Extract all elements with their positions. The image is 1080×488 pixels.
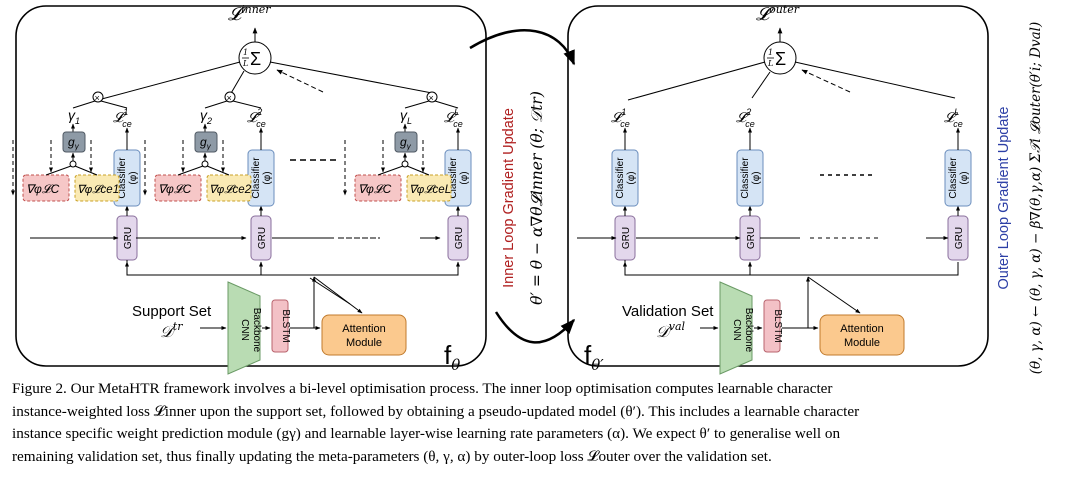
gru-label: GRU	[621, 227, 632, 249]
caption-line: instance-weighted loss 𝓛inner upon the s…	[12, 402, 860, 420]
svg-text:×: ×	[227, 93, 232, 103]
inner-loop-panel	[15, 5, 487, 367]
sum-symbol: Σ	[250, 49, 261, 69]
svg-text:∇φ𝓛ce2: ∇φ𝓛ce2	[209, 184, 252, 196]
model-label-theta: fθ	[444, 340, 460, 374]
classifier-label: Classifier	[948, 157, 959, 199]
svg-text:gγ: gγ	[200, 135, 212, 151]
classifier-param: (φ)	[128, 171, 139, 184]
classifier-label: Classifier	[117, 157, 128, 199]
inner-update-title: Inner Loop Gradient Update	[501, 108, 517, 288]
support-set-symbol: 𝒟tr	[160, 320, 183, 341]
classifier-param: (φ)	[959, 171, 970, 184]
outer-update-formula: (θ, γ, α) ← (θ, γ, α) − β∇(θ,γ,α) Σ𝒯i 𝓛o…	[1028, 22, 1044, 374]
gru-label: GRU	[746, 227, 757, 249]
svg-text:∇φ𝓛C: ∇φ𝓛C	[358, 182, 392, 196]
grad-ce-box	[406, 174, 452, 202]
sum-node	[238, 41, 272, 75]
loss-outer-label: 𝓛outer	[756, 3, 800, 25]
svg-text:L: L	[767, 59, 773, 68]
svg-text:Attention: Attention	[342, 323, 385, 335]
classifier-param: (φ)	[626, 171, 637, 184]
g-gamma-box	[394, 131, 418, 153]
svg-text:1: 1	[768, 48, 773, 57]
gru-label: GRU	[257, 227, 268, 249]
svg-text:∇φ𝓛C: ∇φ𝓛C	[26, 182, 60, 196]
g-gamma-box	[194, 131, 218, 153]
svg-text:×: ×	[95, 93, 100, 103]
grad-ce-box	[206, 174, 252, 202]
gamma-label: γ2	[200, 107, 212, 126]
attention-module	[321, 314, 407, 356]
outer-sum-node	[763, 41, 797, 75]
classifier-label: Classifier	[251, 157, 262, 199]
svg-text:×: ×	[429, 93, 434, 103]
blstm-box-val	[763, 299, 781, 353]
gamma-label: γL	[400, 107, 412, 126]
caption-line: instance specific weight prediction modu…	[12, 425, 841, 442]
validation-set-label: Validation Set	[622, 303, 714, 320]
svg-text:∇φ𝓛ce1: ∇φ𝓛ce1	[77, 184, 119, 196]
grad-ce-box	[74, 174, 120, 202]
validation-set-symbol: 𝒟val	[656, 320, 686, 341]
svg-text:Module: Module	[844, 337, 880, 349]
svg-text:L: L	[242, 59, 248, 68]
svg-text:1: 1	[243, 48, 248, 57]
svg-text:∇φ𝓛ceL: ∇φ𝓛ceL	[409, 184, 451, 196]
backbone-label: BackboneCNN	[239, 308, 262, 353]
outer-update-title: Outer Loop Gradient Update	[996, 107, 1012, 290]
svg-text:Attention: Attention	[840, 323, 883, 335]
model-label-theta-prime: fθ′	[584, 340, 604, 374]
caption-line: remaining validation set, thus finally u…	[12, 447, 772, 465]
outer-loop-panel	[567, 5, 989, 367]
blstm-label: BLSTM	[280, 309, 291, 342]
gru-label: GRU	[954, 227, 965, 249]
svg-text:BLSTM: BLSTM	[772, 309, 783, 342]
classifier-label: Classifier	[740, 157, 751, 199]
svg-text:gγ: gγ	[400, 135, 412, 151]
backbone-cnn	[227, 281, 261, 375]
svg-text:gγ: gγ	[68, 135, 80, 151]
caption-line: Figure 2. Our MetaHTR framework involves…	[12, 380, 833, 397]
multiply-node	[426, 91, 438, 103]
multiply-node	[224, 91, 236, 103]
gru-label: GRU	[123, 227, 134, 249]
classifier-param: (φ)	[262, 171, 273, 184]
svg-text:BackboneCNN: BackboneCNN	[731, 308, 754, 353]
update-arrow-bottom	[494, 311, 576, 344]
gru-label: GRU	[454, 227, 465, 249]
classifier-param: (φ)	[459, 171, 470, 184]
g-gamma-box	[62, 131, 86, 153]
gamma-label: γ1	[68, 107, 80, 126]
multiply-node	[92, 91, 104, 103]
svg-text:∇φ𝓛C: ∇φ𝓛C	[158, 182, 192, 196]
classifier-label: Classifier	[615, 157, 626, 199]
inner-update-formula: θ′ = θ − α∇θ𝓛inner (θ; 𝒟tr)	[528, 91, 546, 305]
classifier-label: Classifier	[448, 157, 459, 199]
loss-inner-label: 𝓛inner	[228, 3, 271, 25]
figure-caption: Figure 2. Our MetaHTR framework involves…	[12, 378, 1072, 468]
classifier-param: (φ)	[751, 171, 762, 184]
backbone-cnn-val	[719, 281, 753, 375]
attention-module-val	[819, 314, 905, 356]
blstm-box	[271, 299, 289, 353]
support-set-label: Support Set	[132, 303, 212, 320]
svg-text:Σ: Σ	[775, 49, 786, 69]
svg-text:Module: Module	[346, 337, 382, 349]
